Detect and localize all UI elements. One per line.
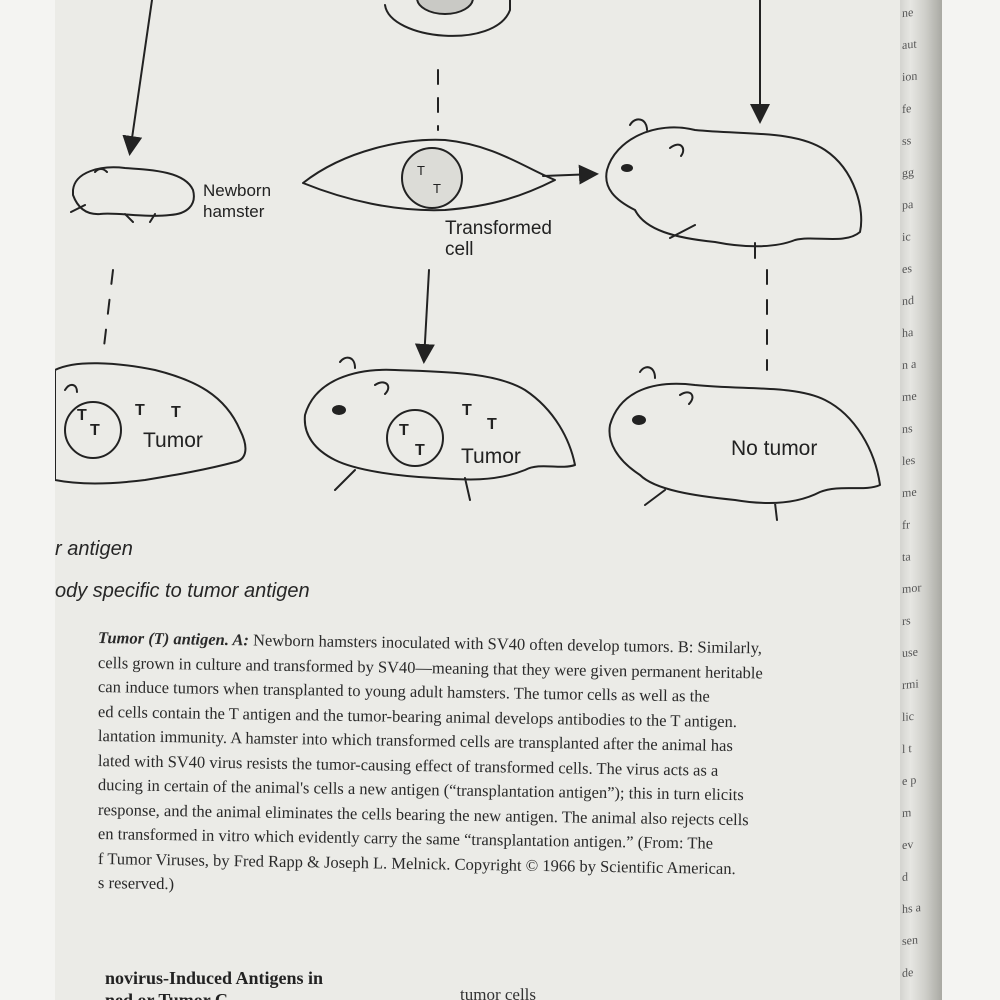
gutter-text-fragment: ns <box>902 420 913 437</box>
figure-illustration <box>55 0 881 521</box>
t-mark: T <box>417 163 425 178</box>
gutter-text-fragment: e p <box>902 772 917 789</box>
label-newborn-hamster: Newborn hamster <box>203 181 272 221</box>
t-mark: T <box>135 402 145 419</box>
gutter-text-fragment: ne <box>902 4 914 21</box>
gutter-text-fragment: hs a <box>902 900 921 917</box>
hamster-tumor-middle <box>303 356 576 501</box>
page-gutter: ne aut ion fe ss gg pa ic es nd ha n a me ns les me fr ta… <box>900 0 942 1000</box>
t-mark: T <box>399 422 409 439</box>
gutter-text-fragment: rmi <box>902 676 919 693</box>
gutter-text-fragment: ha <box>902 324 914 341</box>
t-mark: T <box>433 181 441 196</box>
gutter-text-fragment: n a <box>902 356 917 373</box>
gutter-text-fragment: d <box>902 869 908 885</box>
hamster-tumor-left <box>55 362 247 485</box>
gutter-text-fragment: de <box>902 964 914 981</box>
gutter-text-fragment: fr <box>902 517 910 533</box>
label-no-tumor: No tumor <box>731 437 818 460</box>
transformed-cell-nucleus <box>401 147 463 209</box>
tumor-left-circle <box>64 401 122 459</box>
label-tumor-left: Tumor <box>143 429 203 452</box>
dashed-line-left <box>102 269 114 356</box>
gutter-text-fragment: ic <box>902 229 911 245</box>
gutter-text-fragment: aut <box>902 36 917 53</box>
t-mark: T <box>462 402 472 419</box>
tumor-middle-circle <box>386 409 444 467</box>
gutter-text-fragment: use <box>902 644 918 661</box>
gutter-text-fragment: gg <box>902 164 914 181</box>
gutter-text-fragment: ion <box>902 68 918 85</box>
section-heading-line1: novirus-Induced Antigens in <box>105 968 324 988</box>
section-heading-line2: ned or Tumor C <box>105 990 228 1000</box>
label-tumor-middle: Tumor <box>461 445 521 468</box>
gutter-text-fragment: ta <box>902 549 911 565</box>
top-cell-nucleus <box>416 0 474 15</box>
page-edge <box>942 0 1000 1000</box>
gutter-text-fragment: me <box>902 388 917 405</box>
gutter-text-fragment: es <box>902 261 912 277</box>
arrow-cell-to-hamster <box>542 164 599 185</box>
t-mark: T <box>171 404 181 421</box>
eye-top-right <box>621 164 633 172</box>
hamster-no-tumor <box>608 366 881 521</box>
gutter-text-fragment: ss <box>902 133 912 149</box>
eye-middle <box>332 405 346 415</box>
gutter-text-fragment: pa <box>902 196 914 213</box>
top-cell-outline <box>384 0 511 37</box>
gutter-text-fragment: ev <box>902 836 914 853</box>
arrow-left-down <box>122 0 153 156</box>
caption-text: s reserved.) <box>97 873 175 894</box>
t-mark: T <box>90 422 100 439</box>
legend-antibody: ody specific to tumor antigen <box>55 580 310 602</box>
gutter-text-fragment: sen <box>902 932 918 949</box>
t-mark: T <box>487 416 497 433</box>
gutter-text-fragment: lic <box>902 708 914 725</box>
t-mark: T <box>77 407 87 424</box>
gutter-text-fragment: les <box>902 452 916 469</box>
gutter-text-fragment: fe <box>902 101 912 117</box>
body-text-fragment: tumor cells <box>460 985 537 1000</box>
t-mark: T <box>415 442 425 459</box>
label-transformed-cell: Transformed cell <box>445 218 552 260</box>
gutter-text-fragment: nd <box>902 292 914 309</box>
legend-tumor-antigen: r antigen <box>55 538 133 560</box>
book-page: T T Newborn hamster Transformed cell T T… <box>55 0 900 1000</box>
gutter-text-fragment: l t <box>902 741 912 757</box>
adult-hamster-top-right <box>605 118 863 259</box>
caption-bold-lead: Tumor (T) antigen. A: <box>97 628 250 650</box>
eye-right <box>632 415 646 425</box>
gutter-text-fragment: mor <box>902 580 922 597</box>
gutter-text-fragment: me <box>902 484 917 501</box>
gutter-text-fragment: rs <box>902 613 911 629</box>
newborn-hamster <box>70 166 195 223</box>
gutter-text-fragment: m <box>902 805 912 821</box>
arrow-cell-down <box>414 269 435 364</box>
transformed-cell-outline <box>302 138 556 212</box>
